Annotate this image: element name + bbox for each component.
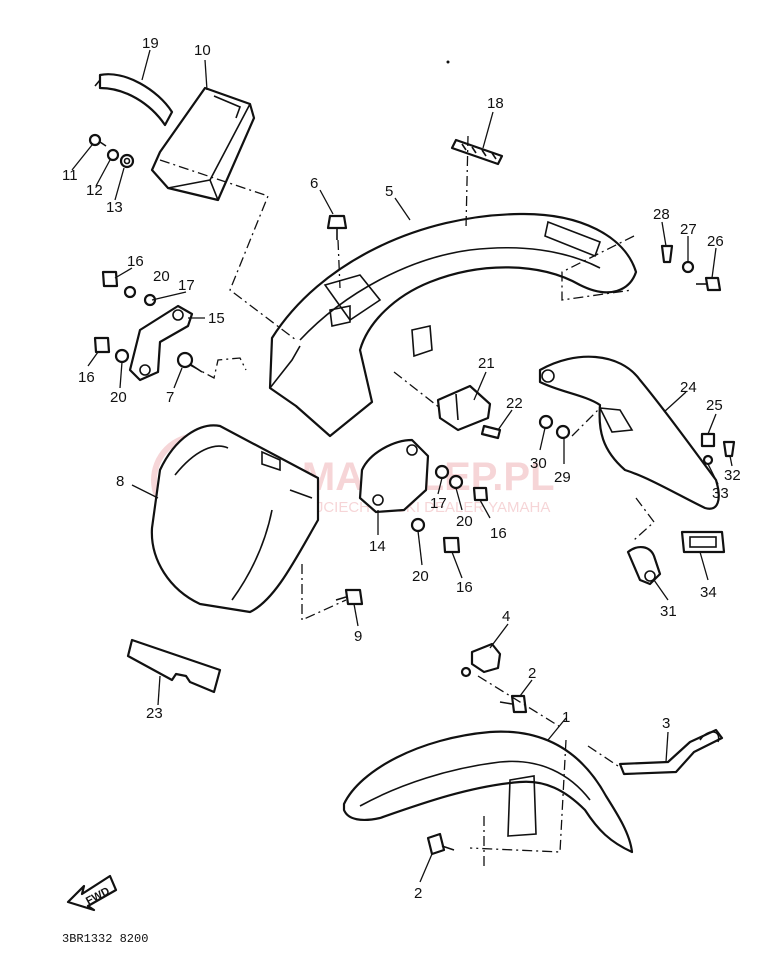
label-28: 28 [653, 206, 670, 223]
label-31: 31 [660, 603, 677, 620]
hardware-25-33 [538, 414, 736, 466]
label-27: 27 [680, 221, 697, 238]
part-6-bolt [326, 214, 348, 240]
label-26: 26 [707, 233, 724, 250]
label-19: 19 [142, 35, 159, 52]
stray-dot [446, 60, 450, 64]
label-24: 24 [680, 379, 697, 396]
label-4: 4 [502, 608, 510, 625]
label-2a: 2 [528, 665, 536, 682]
drawing-code: 3BR1332 8200 [62, 932, 148, 946]
part-2-bolt-lower [426, 832, 455, 856]
label-16c: 16 [490, 525, 507, 542]
label-25: 25 [706, 397, 723, 414]
label-29: 29 [554, 469, 571, 486]
label-32: 32 [724, 467, 741, 484]
part-number-labels: 19 10 11 12 13 6 5 18 28 27 26 16 20 17 … [62, 35, 741, 902]
label-10: 10 [194, 42, 211, 59]
label-5: 5 [385, 183, 393, 200]
label-7: 7 [166, 389, 174, 406]
label-21: 21 [478, 355, 495, 372]
part-23-label [126, 638, 222, 694]
label-17b: 17 [430, 495, 447, 512]
label-30: 30 [530, 455, 547, 472]
label-1: 1 [562, 709, 570, 726]
part-31-bracket [626, 546, 662, 586]
assembly-lines [159, 135, 655, 868]
part-5-rear-fender [268, 212, 638, 438]
label-23: 23 [146, 705, 163, 722]
label-33: 33 [712, 485, 729, 502]
part-4-clamp [460, 642, 502, 678]
label-9: 9 [354, 628, 362, 645]
part-19-strap [94, 73, 174, 127]
label-20b: 20 [110, 389, 127, 406]
label-13: 13 [106, 199, 123, 216]
label-16a: 16 [127, 253, 144, 270]
part-3-guide [618, 728, 724, 776]
label-12: 12 [86, 182, 103, 199]
part-21-clamp [436, 384, 492, 432]
part-1-front-fender [342, 730, 634, 854]
part-8-side-cover [150, 424, 320, 614]
part-24-rear-flap [538, 355, 720, 510]
label-2b: 2 [414, 885, 422, 902]
fwd-label: FWD [84, 885, 112, 907]
label-11: 11 [62, 167, 78, 184]
label-34: 34 [700, 584, 717, 601]
watermark-tagline: WOJCIECHOWSKI DEALER YAMAHA [290, 499, 550, 516]
label-8: 8 [116, 473, 124, 490]
label-22: 22 [506, 395, 523, 412]
label-17a: 17 [178, 277, 195, 294]
label-20c: 20 [456, 513, 473, 530]
label-16d: 16 [456, 579, 473, 596]
label-18: 18 [487, 95, 504, 112]
part-15-bracket [93, 270, 194, 382]
label-15: 15 [208, 310, 225, 327]
part-9-bolt [335, 588, 364, 606]
part-18-plate [450, 138, 504, 166]
part-34-reflector [680, 530, 726, 554]
label-20a: 20 [153, 268, 170, 285]
label-3: 3 [662, 715, 670, 732]
leader-lines [71, 49, 733, 883]
part-22-screw [480, 424, 502, 440]
label-16b: 16 [78, 369, 95, 386]
label-20d: 20 [412, 568, 429, 585]
part-14-bracket [358, 438, 489, 554]
hardware-26-28 [660, 244, 722, 292]
part-10-box [150, 86, 256, 202]
forward-arrow: FWD [66, 874, 118, 912]
hardware-11-13 [88, 133, 135, 169]
label-14: 14 [369, 538, 386, 555]
label-6: 6 [310, 175, 318, 192]
